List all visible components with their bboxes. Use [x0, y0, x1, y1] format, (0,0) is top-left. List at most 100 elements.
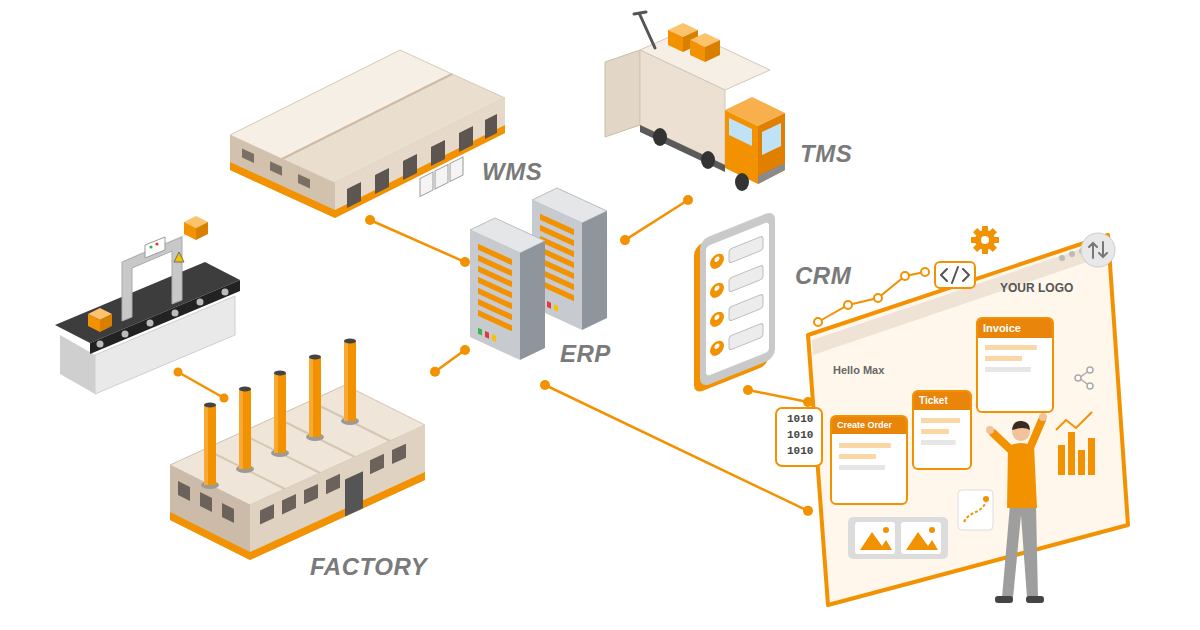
image-card	[906, 532, 938, 550]
factory	[309, 355, 321, 360]
conveyor-link	[174, 368, 229, 403]
truck	[705, 40, 720, 62]
person	[993, 433, 1011, 450]
warehouse	[335, 98, 505, 239]
share-icon	[1075, 375, 1081, 381]
person	[1002, 505, 1038, 598]
connector	[365, 215, 470, 267]
screen-card: Ticket	[912, 390, 972, 470]
truck	[735, 173, 749, 191]
node-label: TMS	[800, 140, 852, 168]
gear-icon	[973, 228, 997, 252]
screen-node: YOUR LOGOHello MaxInvoiceCreate OrderTic…	[808, 225, 1193, 615]
truck	[605, 12, 785, 191]
factory	[204, 405, 208, 485]
dashboard-screen	[1069, 251, 1075, 257]
binary-icon	[776, 408, 822, 466]
node-label: YOUR LOGO	[1000, 281, 1073, 296]
node-label: ERP	[560, 340, 611, 368]
factory	[200, 492, 212, 512]
warehouse	[230, 50, 505, 239]
gear-icon	[975, 230, 995, 250]
warehouse	[230, 135, 335, 218]
tablet	[710, 338, 724, 358]
server-racks	[470, 230, 520, 360]
node-label: CRM	[795, 262, 851, 290]
factory	[274, 371, 286, 376]
bar-chart-icon	[1056, 412, 1095, 475]
truck	[690, 40, 705, 62]
bar-chart-icon	[1088, 438, 1095, 475]
factory	[239, 389, 243, 469]
warehouse	[485, 114, 497, 139]
factory	[250, 472, 425, 560]
share-icon	[1087, 367, 1093, 373]
factory	[370, 454, 384, 474]
truck-node: TMS	[590, 5, 880, 200]
tablet	[729, 236, 763, 264]
truck	[634, 12, 655, 48]
factory	[309, 357, 313, 437]
warehouse	[242, 148, 254, 162]
warehouse	[230, 135, 335, 218]
truck	[729, 118, 752, 146]
connector	[540, 380, 813, 516]
conveyor	[222, 289, 229, 296]
truck	[758, 163, 785, 184]
tablet	[700, 210, 775, 388]
tablet	[715, 285, 720, 292]
conveyor	[147, 320, 154, 327]
map-card	[983, 496, 989, 502]
image-card	[848, 517, 948, 559]
map-card	[958, 490, 993, 530]
warehouse	[230, 162, 335, 218]
factory	[392, 444, 406, 464]
dashboard-screen	[808, 235, 1128, 605]
connector-dot	[430, 367, 440, 377]
connector-dot	[803, 506, 813, 516]
gear-icon	[981, 236, 989, 244]
warehouse	[347, 182, 361, 208]
tablet	[729, 265, 763, 293]
warehouse	[459, 126, 473, 152]
tablet	[710, 309, 724, 329]
gear-icon	[973, 228, 997, 252]
truck	[640, 125, 725, 172]
truck	[668, 30, 683, 52]
card-header: Ticket	[914, 392, 970, 410]
binary-digits: 1010	[787, 429, 813, 442]
person	[1030, 420, 1042, 448]
factory	[274, 373, 286, 453]
share-icon	[1075, 367, 1093, 389]
factory	[345, 471, 363, 516]
server-racks	[540, 280, 574, 302]
server-racks	[547, 301, 551, 309]
factory	[309, 357, 321, 437]
sparkline	[874, 294, 882, 302]
bar-chart-icon	[1058, 445, 1065, 475]
tablet	[710, 251, 724, 271]
conveyor	[55, 216, 240, 394]
bar-chart-icon	[1056, 412, 1092, 430]
person	[986, 426, 994, 434]
truck	[653, 128, 667, 146]
factory	[222, 503, 234, 523]
dashboard-screen	[812, 241, 1105, 355]
code-icon	[941, 267, 969, 283]
factory	[344, 341, 348, 421]
image-card	[883, 527, 889, 533]
binary-digits: 1010	[787, 413, 813, 426]
server-racks	[554, 304, 558, 312]
person	[986, 413, 1047, 603]
conveyor	[122, 237, 182, 321]
person	[995, 596, 1013, 603]
server-racks	[470, 188, 607, 360]
conveyor	[197, 299, 204, 306]
factory	[204, 403, 216, 408]
factory	[239, 387, 251, 392]
node-label: Hello Max	[833, 363, 884, 377]
conveyor	[155, 242, 158, 245]
connector-line	[748, 390, 808, 402]
node-label: FACTORY	[310, 553, 427, 581]
connector-dot	[743, 385, 753, 395]
